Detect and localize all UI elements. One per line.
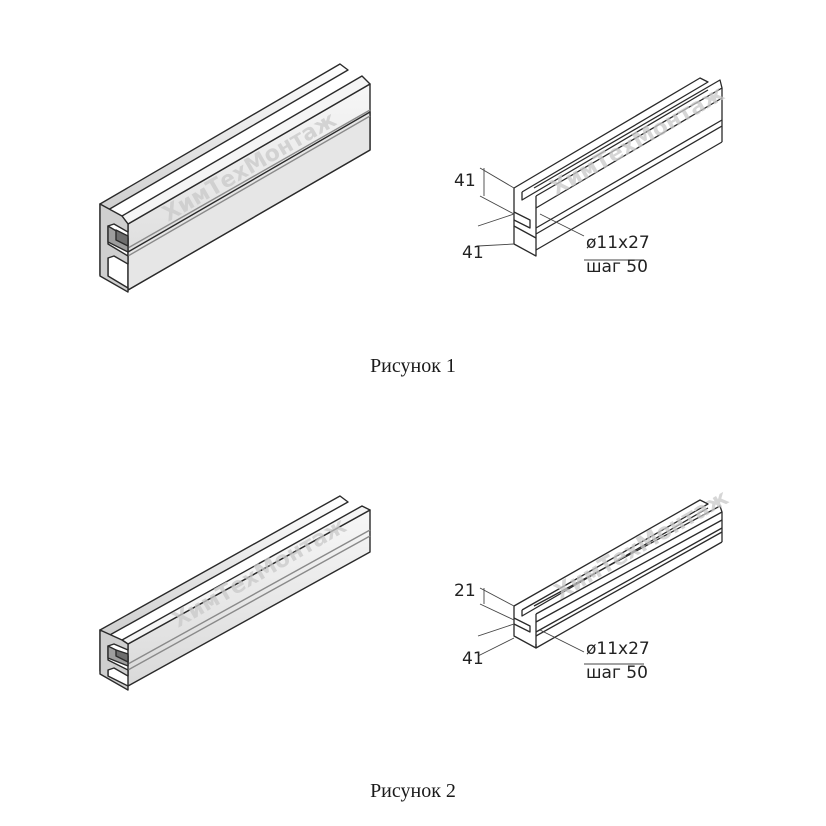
hole-pitch-label-fig1: шаг 50 bbox=[586, 257, 648, 277]
dimension-lines-fig1 bbox=[477, 167, 644, 261]
profile-3d-double-tall bbox=[99, 63, 371, 293]
profile-technical-double-tall bbox=[513, 77, 723, 257]
profile-technical-double-low bbox=[513, 499, 723, 649]
height-dimension-label-fig2: 21 bbox=[454, 581, 476, 601]
dimension-lines-fig2 bbox=[477, 587, 644, 665]
hole-size-label-fig1: ø11x27 bbox=[586, 233, 650, 253]
height-dimension-label-fig1: 41 bbox=[454, 171, 476, 191]
width-dimension-label-fig1: 41 bbox=[462, 243, 484, 263]
figure1-caption: Рисунок 1 bbox=[370, 355, 456, 377]
figure2-caption: Рисунок 2 bbox=[370, 780, 456, 802]
width-dimension-label-fig2: 41 bbox=[462, 649, 484, 669]
hole-size-label-fig2: ø11x27 bbox=[586, 639, 650, 659]
watermark-fig1-right: ХимТехМонтаж bbox=[547, 81, 729, 201]
hole-pitch-label-fig2: шаг 50 bbox=[586, 663, 648, 683]
profile-3d-double-low bbox=[99, 495, 371, 691]
